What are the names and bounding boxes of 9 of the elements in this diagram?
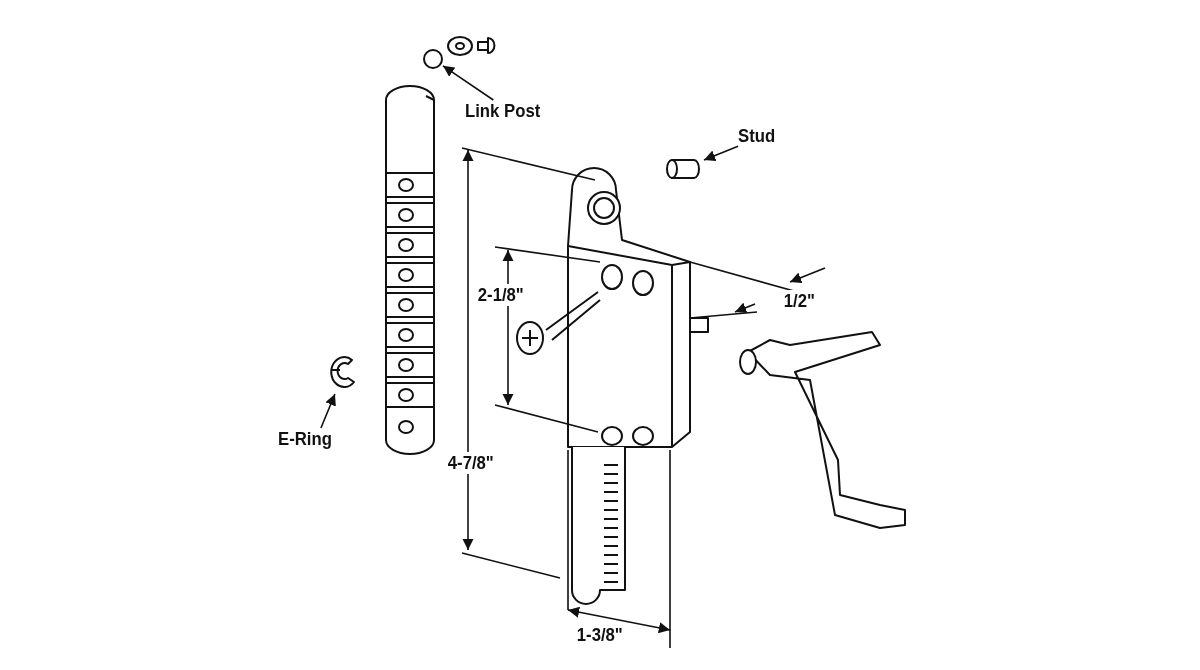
dimension-label: 2-1/8" — [476, 284, 526, 306]
part-label: E-Ring — [278, 428, 345, 452]
part-label: Link Post — [465, 100, 546, 124]
leader-line — [442, 65, 495, 101]
part-label: Stud — [738, 125, 779, 149]
leader-line — [703, 145, 739, 161]
dimension-label: 4-7/8" — [446, 452, 496, 474]
part-drawing — [423, 49, 443, 69]
leader-line — [320, 393, 336, 429]
